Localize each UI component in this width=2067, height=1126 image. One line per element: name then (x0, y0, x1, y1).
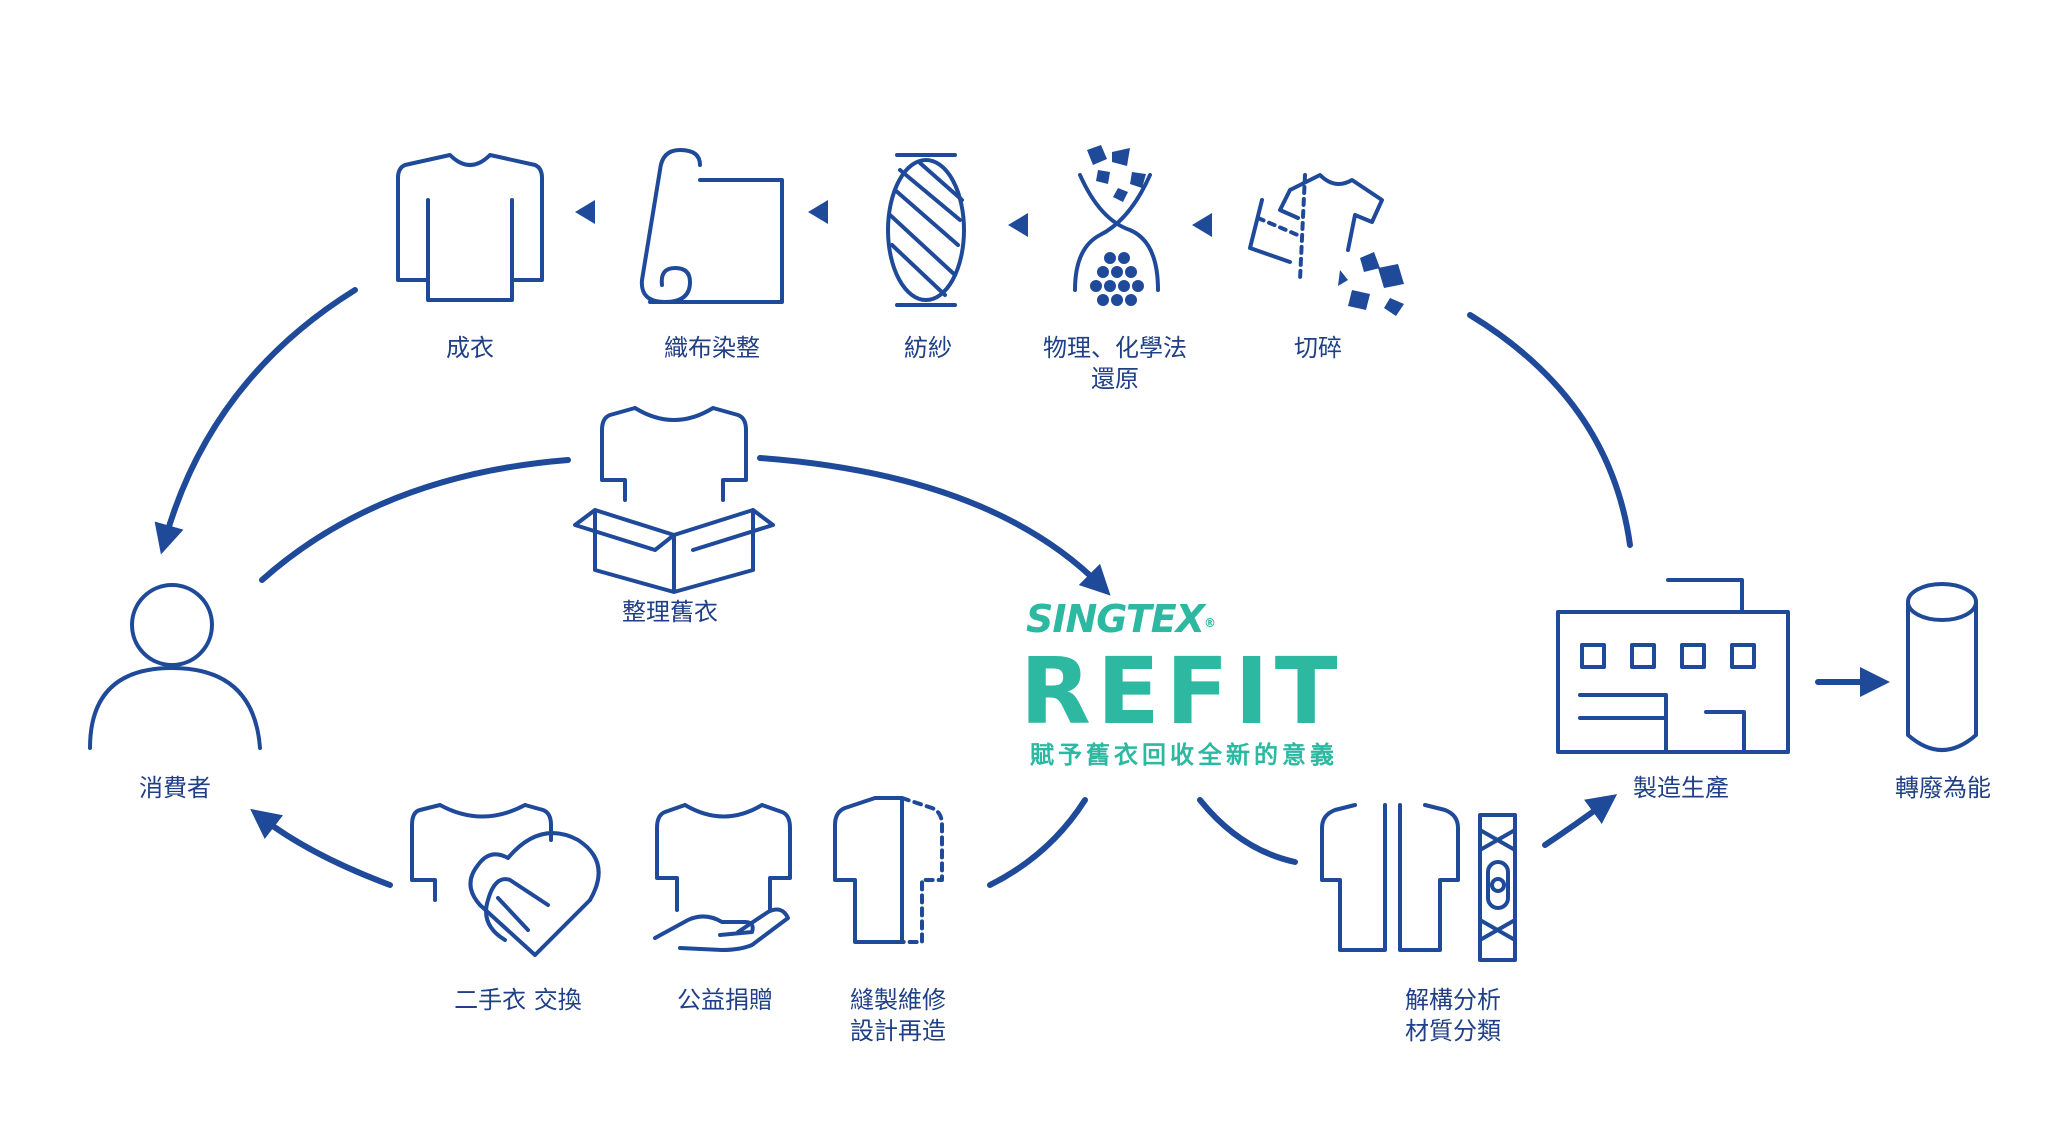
fabric-roll-icon (639, 148, 784, 304)
deconstruct-jacket-zipper-icon (1320, 803, 1517, 962)
arc-refit-to-repair (987, 797, 1088, 888)
label-swap: 二手衣 交換 (454, 986, 582, 1014)
factory-icon (1556, 578, 1790, 754)
chevron-left-icon (808, 200, 828, 224)
label-shredding: 切碎 (1294, 334, 1342, 362)
singtex-logo: SINGTEX® (1026, 597, 1216, 641)
label-weaving: 織布染整 (664, 334, 760, 362)
label-consumer: 消費者 (139, 774, 211, 802)
energy-cylinder-icon (1906, 582, 1978, 752)
long-sleeve-shirt-icon (396, 153, 544, 302)
swap-handshake-icon (410, 803, 601, 957)
label-garment: 成衣 (446, 334, 494, 362)
consumer-person-icon (88, 583, 262, 750)
chevron-left-icon (1008, 213, 1028, 237)
refit-logo: REFIT (1020, 638, 1344, 745)
yarn-spool-icon (886, 153, 966, 307)
label-manufacturing: 製造生產 (1633, 774, 1729, 802)
label-energy: 轉廢為能 (1895, 774, 1991, 802)
label-deconstruct: 解構分析材質分類 (1405, 986, 1501, 1045)
arrow-garment-to-consumer (154, 287, 358, 555)
dna-reduction-icon (1073, 145, 1160, 306)
arrow-swap-to-consumer (250, 808, 393, 888)
arc-consumer-to-sort (259, 457, 571, 583)
label-spinning: 紡紗 (904, 334, 952, 362)
label-sort-clothes: 整理舊衣 (622, 598, 718, 626)
clothes-box-icon (573, 406, 775, 594)
chevron-left-icon (1192, 213, 1212, 237)
label-donation: 公益捐贈 (677, 986, 773, 1014)
label-repair: 縫製維修設計再造 (850, 986, 946, 1045)
arrow-manufacture-to-shredding (1467, 312, 1633, 548)
label-reduction: 物理、化學法還原 (1043, 334, 1187, 393)
arrow-deconstruct-to-manufacture (1542, 794, 1618, 848)
shredding-shirt-icon (1248, 173, 1404, 316)
donation-hand-icon (653, 803, 792, 952)
arrow-sort-to-refit (757, 455, 1111, 596)
chevron-left-icon (575, 200, 595, 224)
repair-shirt-icon (833, 796, 944, 944)
arc-refit-to-deconstruct (1197, 797, 1298, 865)
brand-tagline: 賦予舊衣回收全新的意義 (1030, 741, 1338, 769)
